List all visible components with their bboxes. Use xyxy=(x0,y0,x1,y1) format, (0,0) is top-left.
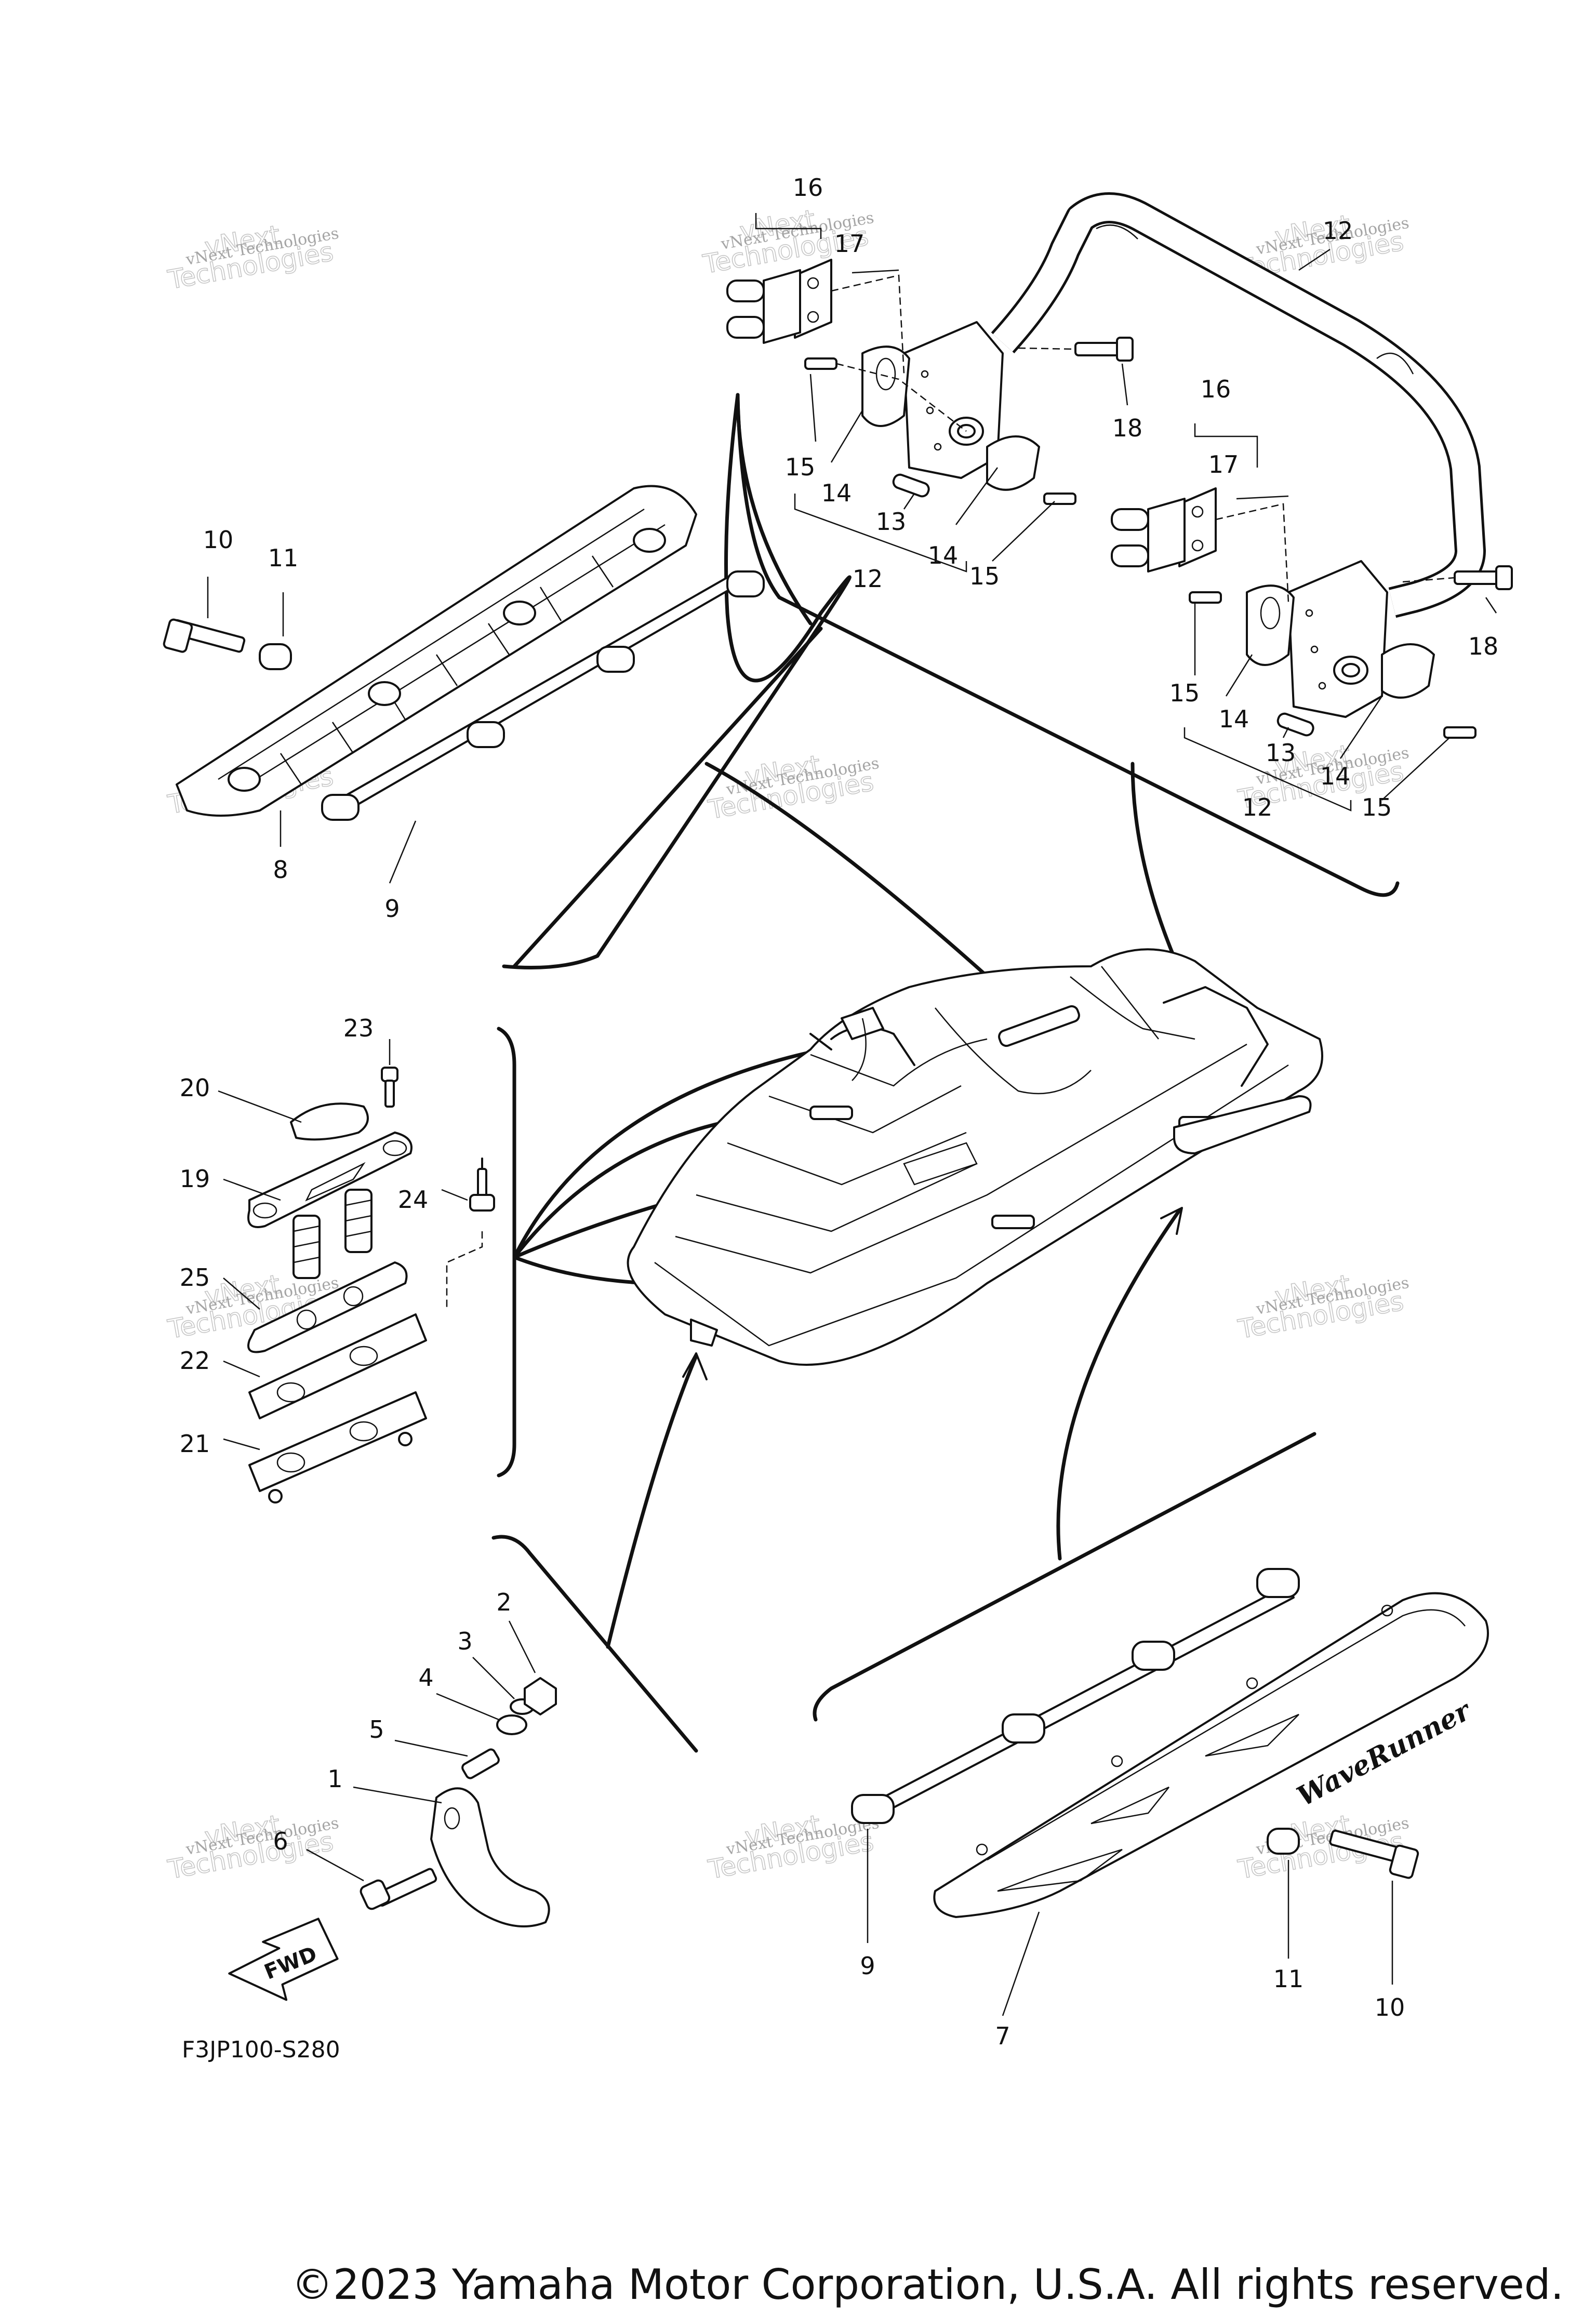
callout-label: 10 xyxy=(1375,1993,1405,2021)
separator-lower-right xyxy=(813,1432,1316,1722)
callout-label: 14 xyxy=(1219,705,1249,733)
hull-outline xyxy=(627,948,1323,1366)
callout-labels: 16 17 12 18 15 14 13 14 12 15 16 17 18 1… xyxy=(180,174,1499,2050)
copyright-notice: ©2023 Yamaha Motor Corporation, U.S.A. A… xyxy=(291,2260,1564,2309)
callout-label: 9 xyxy=(860,1952,875,1980)
arrow-to-rear-grab xyxy=(704,762,1041,1026)
callout-label: 18 xyxy=(1112,414,1143,442)
reboarding-handle-assembly xyxy=(726,192,1513,811)
callout-label: 15 xyxy=(969,562,1000,590)
callout-label: 9 xyxy=(384,895,400,923)
bracket-left xyxy=(726,259,1134,505)
arrow-to-side-rail xyxy=(1056,1208,1181,1561)
callout-label: 5 xyxy=(369,1715,384,1744)
callout-label: 3 xyxy=(457,1627,472,1655)
watercraft-hull xyxy=(627,948,1323,1366)
callout-label: 12 xyxy=(1323,217,1353,245)
callout-label: 17 xyxy=(1208,450,1239,478)
watermark: vNext vNext Technologies Technologies xyxy=(1235,1269,1411,1345)
callout-label: 8 xyxy=(273,856,288,884)
callout-label: 24 xyxy=(398,1186,429,1214)
callout-label: 13 xyxy=(1266,739,1296,767)
watermark: vNext vNext Technologies Technologies xyxy=(706,749,881,826)
cleat-assembly xyxy=(218,1039,495,1504)
diagram-code: F3JP100-S280 xyxy=(182,2037,340,2063)
fwd-arrow-icon: FWD xyxy=(228,1918,339,2001)
callout-label: 12 xyxy=(1242,793,1273,821)
callout-label: 17 xyxy=(834,230,865,258)
grab-rail-left xyxy=(163,485,765,884)
callout-label: 18 xyxy=(1468,632,1499,660)
springs xyxy=(292,1189,373,1279)
callout-label: 15 xyxy=(1362,793,1392,821)
callout-label: 14 xyxy=(928,541,959,569)
watermark: vNext vNext Technologies Technologies xyxy=(165,1809,340,1885)
callout-label: 7 xyxy=(995,2022,1010,2050)
watermark: vNext vNext Technologies Technologies xyxy=(1235,1809,1411,1885)
callout-label: 1 xyxy=(327,1765,342,1793)
callout-label: 16 xyxy=(793,174,823,202)
rail-body xyxy=(176,485,697,817)
callout-label: 12 xyxy=(853,565,883,593)
callout-label: 20 xyxy=(180,1074,210,1102)
callout-label: 11 xyxy=(1273,1965,1304,1993)
callout-label: 14 xyxy=(821,479,852,507)
arrow-to-bow-hook xyxy=(606,1354,698,1649)
bow-hook-assembly xyxy=(306,1620,557,1927)
callout-label: 16 xyxy=(1201,375,1231,403)
watermark: vNext vNext Technologies Technologies xyxy=(700,204,875,280)
separator-mid-left xyxy=(502,393,852,969)
callout-label: 25 xyxy=(180,1263,210,1292)
callout-label: 19 xyxy=(180,1165,210,1193)
callout-label: 23 xyxy=(343,1014,374,1042)
section-separators xyxy=(491,393,1400,1753)
watermark: vNext vNext Technologies Technologies xyxy=(165,219,340,296)
separator-left-bracket xyxy=(497,1027,516,1478)
callout-label: 22 xyxy=(180,1347,210,1375)
bow-hook xyxy=(430,1787,550,1927)
callout-label: 4 xyxy=(418,1664,433,1692)
callout-label: 15 xyxy=(785,453,816,481)
bracket-right xyxy=(1111,487,1513,739)
side-rail-assembly: WaveRunner xyxy=(851,1568,1489,2016)
callout-label: 14 xyxy=(1320,762,1351,790)
separator-lower-left xyxy=(491,1535,698,1753)
callout-label: 11 xyxy=(268,544,299,572)
callout-label: 15 xyxy=(1169,679,1200,707)
callout-label: 13 xyxy=(876,508,907,536)
callout-label: 10 xyxy=(203,526,234,554)
callout-label: 6 xyxy=(273,1827,288,1855)
callout-label: 2 xyxy=(496,1588,511,1616)
separator-top-right xyxy=(736,398,1400,897)
callout-label: 21 xyxy=(180,1430,210,1458)
